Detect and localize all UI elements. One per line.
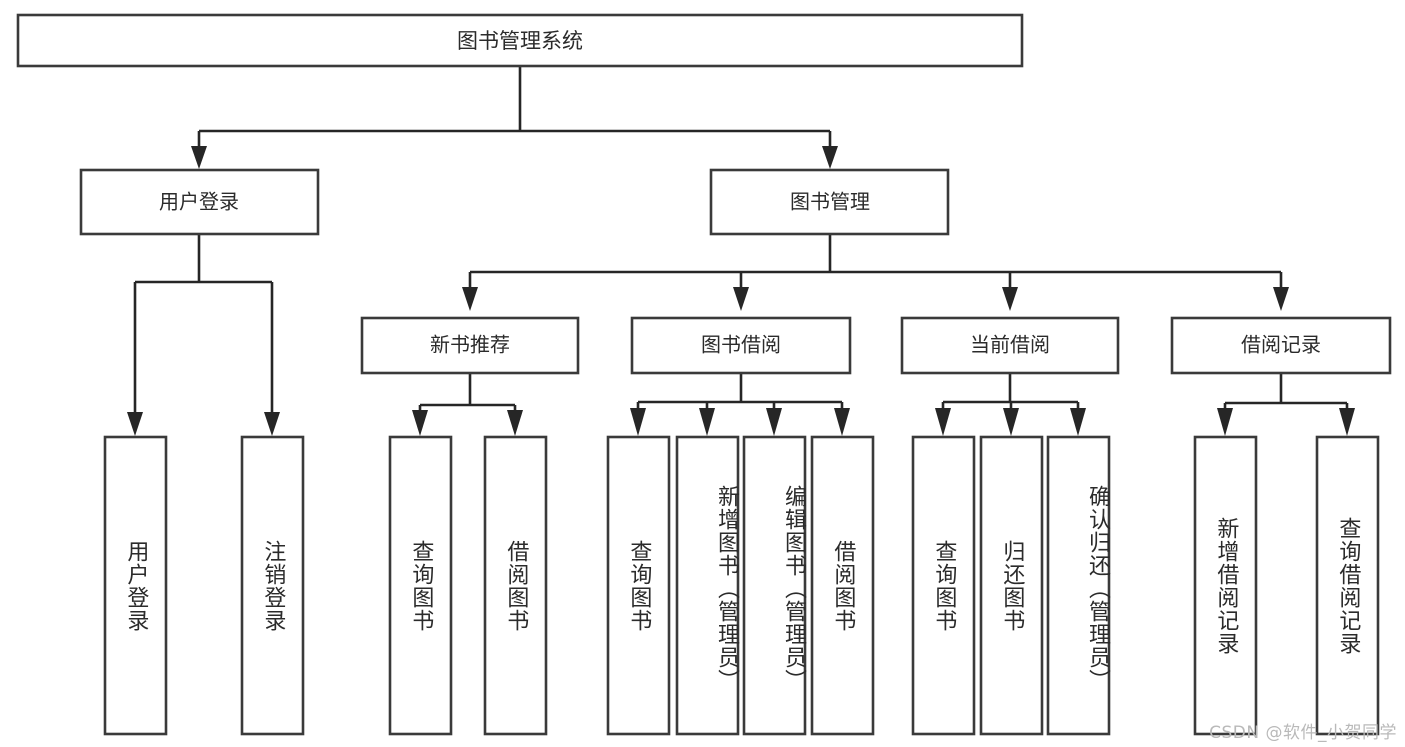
node-current-borrow[interactable]: 当前借阅: [900, 316, 1120, 375]
arrowhead-bookmanage-child-3: [1002, 287, 1018, 311]
node-book-manage[interactable]: 图书管理: [709, 168, 950, 236]
leaf-query-book-1-rect[interactable]: [388, 435, 453, 736]
node-borrow-record-label: 借阅记录: [1241, 333, 1321, 357]
leaf-user-logout-rect[interactable]: [240, 435, 305, 736]
leaf-user-login-rect[interactable]: [103, 435, 168, 736]
arrowhead-currentborrow-leaf-3: [1070, 408, 1086, 436]
node-new-book-recommend-rect[interactable]: [360, 316, 580, 375]
leaf-confirm-return-rect[interactable]: [1046, 435, 1111, 736]
connector-group-bookmanage: [462, 234, 1289, 311]
node-root[interactable]: 图书管理系统: [16, 13, 1024, 68]
arrowhead-borrowrecord-leaf-1: [1217, 408, 1233, 436]
connector-group-userlogin: [127, 234, 280, 436]
leaf-add-book-rect[interactable]: [675, 435, 740, 736]
arrowhead-userlogin-leaf-2: [264, 412, 280, 436]
arrowhead-currentborrow-leaf-1: [935, 408, 951, 436]
node-borrow-record-rect[interactable]: [1170, 316, 1392, 375]
arrowhead-root-to-bookmanage: [822, 146, 838, 169]
node-current-borrow-rect[interactable]: [900, 316, 1120, 375]
arrowhead-bookborrow-leaf-4: [834, 408, 850, 436]
connector-group-root: [191, 67, 838, 169]
node-book-borrow-rect[interactable]: [630, 316, 852, 375]
leaf-query-book-2-rect[interactable]: [606, 435, 671, 736]
node-user-login-label: 用户登录: [159, 190, 239, 214]
connector-group-currentborrow: [935, 373, 1086, 436]
node-root-label: 图书管理系统: [457, 29, 583, 53]
connector-group-bookborrow: [630, 373, 850, 436]
connector-group-newbook: [412, 373, 523, 436]
node-user-login-rect[interactable]: [79, 168, 320, 236]
arrowhead-root-to-userlogin: [191, 146, 207, 169]
arrowhead-borrowrecord-leaf-2: [1339, 408, 1355, 436]
leaf-return-book-rect[interactable]: [979, 435, 1044, 736]
arrowhead-userlogin-leaf-1: [127, 412, 143, 436]
node-book-borrow[interactable]: 图书借阅: [630, 316, 852, 375]
connector-group-borrowrecord: [1217, 373, 1355, 436]
leaf-query-record-rect[interactable]: [1315, 435, 1380, 736]
csdn-watermark: CSDN @软件_小贺同学: [1209, 723, 1397, 743]
node-root-rect[interactable]: [16, 13, 1024, 68]
leaf-borrow-book-2-rect[interactable]: [810, 435, 875, 736]
arrowhead-currentborrow-leaf-2: [1003, 408, 1019, 436]
node-book-manage-rect[interactable]: [709, 168, 950, 236]
arrowhead-bookmanage-child-1: [462, 287, 478, 311]
node-user-login[interactable]: 用户登录: [79, 168, 320, 236]
arrowhead-bookborrow-leaf-3: [766, 408, 782, 436]
node-new-book-recommend-label: 新书推荐: [430, 333, 510, 357]
leaf-borrow-book-1-rect[interactable]: [483, 435, 548, 736]
leaf-query-book-3-rect[interactable]: [911, 435, 976, 736]
node-book-manage-label: 图书管理: [790, 190, 870, 214]
node-current-borrow-label: 当前借阅: [970, 333, 1050, 357]
node-borrow-record[interactable]: 借阅记录: [1170, 316, 1392, 375]
arrowhead-bookmanage-child-2: [733, 287, 749, 311]
node-new-book-recommend[interactable]: 新书推荐: [360, 316, 580, 375]
leaf-edit-book-rect[interactable]: [742, 435, 807, 736]
node-book-borrow-label: 图书借阅: [701, 333, 781, 357]
arrowhead-newbook-leaf-2: [507, 410, 523, 436]
arrowhead-bookmanage-child-4: [1273, 287, 1289, 311]
arrowhead-newbook-leaf-1: [412, 410, 428, 436]
arrowhead-bookborrow-leaf-2: [699, 408, 715, 436]
leaf-add-record-rect[interactable]: [1193, 435, 1258, 736]
arrowhead-bookborrow-leaf-1: [630, 408, 646, 436]
